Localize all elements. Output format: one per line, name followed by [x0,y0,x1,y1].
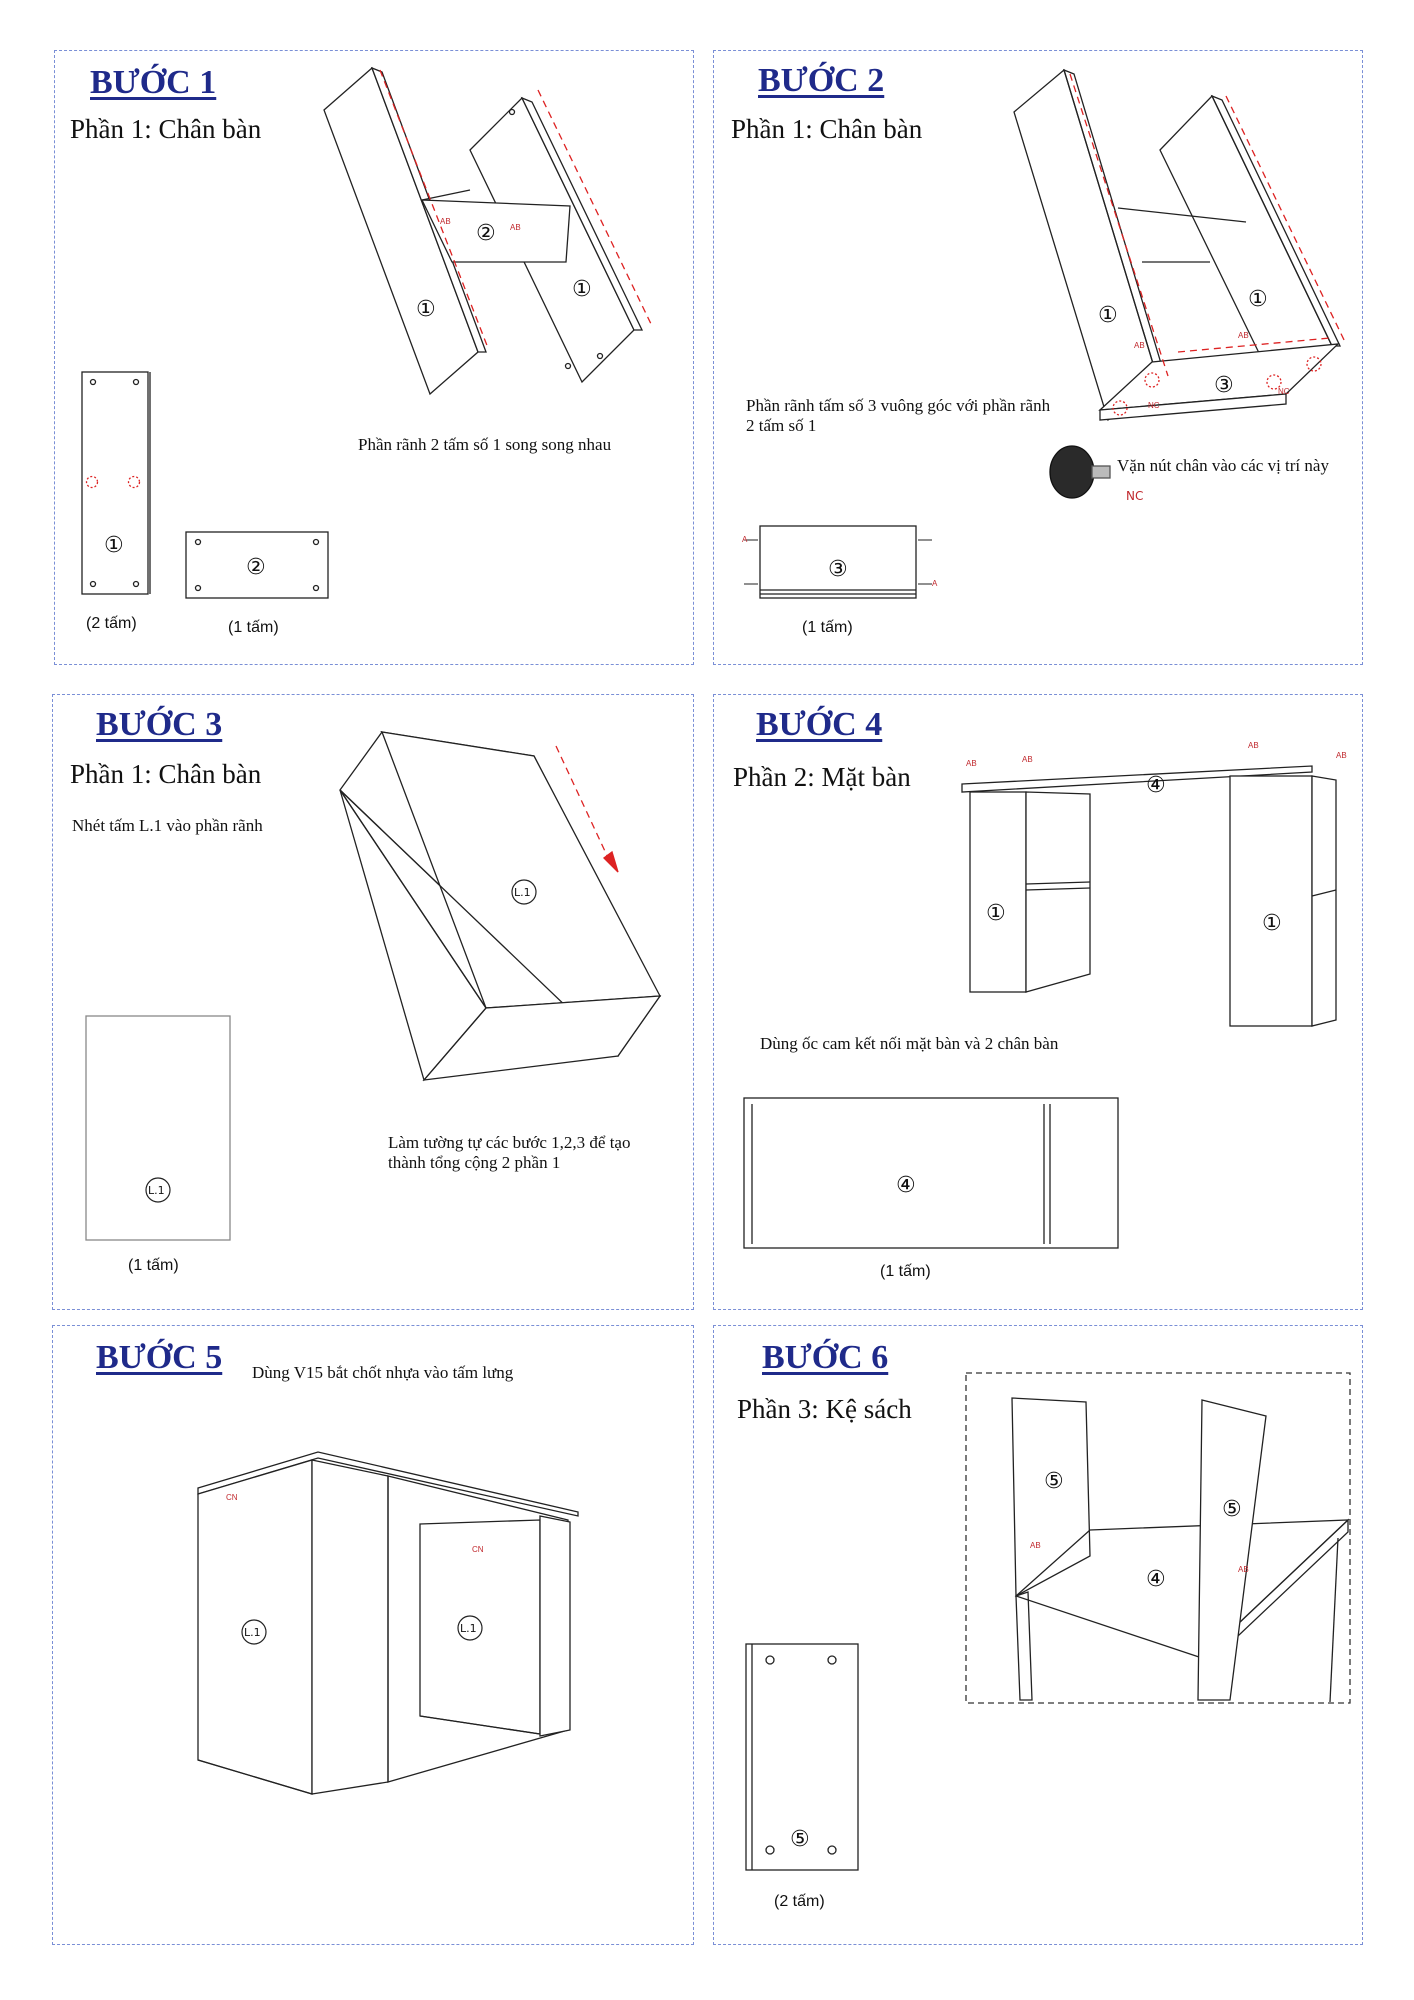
step-2-assembly-drawing [1013,68,1347,422]
step-3-assembly-drawing [339,731,662,1082]
step-5-title: BƯỚC 5 [96,1339,223,1376]
step-2-note: Phần rãnh tấm số 3 vuông góc với phần rã… [746,396,1051,435]
label-part-2a: ② [476,221,496,246]
step-3-panel-l1-flat [85,1015,231,1241]
label-part-5b: ⑤ [1222,1497,1242,1522]
label-part-1f: ① [986,901,1006,926]
label-part-2b: ② [246,555,266,580]
label-l1-a: L.1 [514,886,531,899]
label-l1-b: L.1 [148,1184,165,1197]
step-4-title: BƯỚC 4 [756,706,883,743]
label-cn-2: CN [472,1545,484,1554]
panel-step-4 [713,694,1363,1310]
step-1-panel-1-flat [81,371,151,595]
step-2-qty-panel-3: (1 tấm) [802,619,853,636]
step-1-note: Phần rãnh 2 tấm số 1 song song nhau [358,435,612,454]
label-ab-5: AB [966,759,977,768]
step-3-note-2: Làm tường tự các bước 1,2,3 để tạo thành… [388,1133,631,1172]
knob-icon [1049,445,1111,499]
step-6-part: Phần 3: Kệ sách [737,1394,912,1424]
label-nc-1: NC [1148,401,1160,410]
panel-step-6 [713,1325,1363,1945]
label-nc-2: NC [1278,387,1290,396]
step-3-title: BƯỚC 3 [96,706,223,743]
step-2-panel-3-flat [759,525,917,599]
label-part-5c: ⑤ [790,1827,810,1852]
step-3-note: Nhét tấm L.1 vào phần rãnh [72,816,263,835]
step-3-qty-panel-l1: (1 tấm) [128,1257,179,1274]
step-1-title: BƯỚC 1 [90,64,217,101]
step-4-part: Phần 2: Mặt bàn [733,762,911,792]
label-part-1c: ① [104,533,124,558]
step-5-l1-marker-left [241,1619,267,1645]
label-ab-2: AB [510,223,521,232]
step-1-qty-panel-2: (1 tấm) [228,619,279,636]
step-3-l1-marker-flat [145,1177,171,1203]
label-a-1: A [742,535,748,544]
step-5-l1-marker-right [457,1615,483,1641]
label-ab-8: AB [1336,751,1347,760]
knob-code: NC [1126,489,1143,503]
step-5-note: Dùng V15 bắt chốt nhựa vào tấm lưng [252,1363,514,1382]
label-l1-c: L.1 [244,1626,261,1639]
panel-step-3 [52,694,694,1310]
step-3-l1-marker [511,879,537,905]
step-1-qty-panel-1: (2 tấm) [86,615,137,632]
step-6-qty-panel-5: (2 tấm) [774,1893,825,1910]
label-l1-d: L.1 [460,1622,477,1635]
panel-step-2 [713,50,1363,665]
label-part-1g: ① [1262,911,1282,936]
step-1-assembly-drawing [323,66,653,396]
label-cn-1: CN [226,1493,238,1502]
label-a-2: A [932,579,938,588]
label-part-3a: ③ [1214,373,1234,398]
label-part-4a: ④ [1146,773,1166,798]
step-4-note: Dùng ốc cam kết nối mặt bàn và 2 chân bà… [760,1034,1059,1053]
label-ab-6: AB [1022,755,1033,764]
step-2-part: Phần 1: Chân bàn [731,114,923,144]
label-ab-10: AB [1238,1565,1249,1574]
label-part-1d: ① [1098,303,1118,328]
step-4-assembly-drawing [961,765,1337,1027]
step-3-part: Phần 1: Chân bàn [70,759,262,789]
label-part-3b: ③ [828,557,848,582]
label-ab-9: AB [1030,1541,1041,1550]
step-2-title: BƯỚC 2 [758,62,885,99]
step-4-qty-panel-4: (1 tấm) [880,1263,931,1280]
step-2-knob-note: Vặn nút chân vào các vị trí này [1117,456,1329,475]
step-6-assembly-drawing [965,1372,1351,1704]
label-part-4c: ④ [1146,1567,1166,1592]
step-1-part: Phần 1: Chân bàn [70,114,262,144]
panel-step-1 [54,50,694,665]
step-4-panel-4-flat [743,1097,1119,1249]
label-part-4b: ④ [896,1173,916,1198]
label-part-1e: ① [1248,287,1268,312]
step-1-panel-2-flat [185,531,329,599]
label-ab-7: AB [1248,741,1259,750]
step-2-arrows [744,539,932,585]
panel-step-5 [52,1325,694,1945]
label-part-1a: ① [416,297,436,322]
label-part-1b: ① [572,277,592,302]
label-part-5a: ⑤ [1044,1469,1064,1494]
step-5-assembly-drawing [197,1451,579,1795]
label-ab-3: AB [1134,341,1145,350]
step-6-panel-5-flat [745,1643,859,1871]
label-ab-4: AB [1238,331,1249,340]
step-6-title: BƯỚC 6 [762,1339,889,1376]
label-ab-1: AB [440,217,451,226]
